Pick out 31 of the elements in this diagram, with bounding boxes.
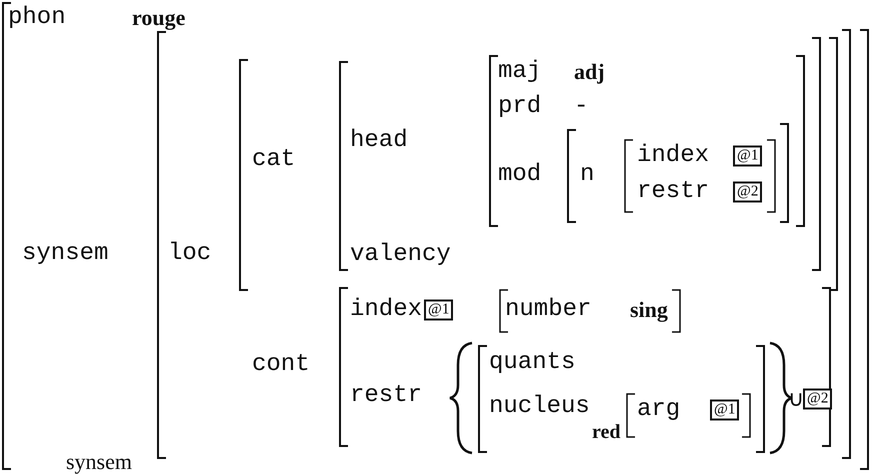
feature-name: loc (168, 242, 212, 266)
feature-value: sing (630, 299, 668, 321)
feature-name: maj (498, 60, 542, 84)
tag-box: @1 (424, 300, 454, 320)
feature-name: nucleus (489, 395, 590, 419)
symbol-text: synsem (66, 451, 132, 473)
feature-name: synsem (22, 242, 108, 266)
feature-name: cat (252, 148, 296, 172)
feature-name: number (505, 298, 592, 322)
feature-name: cont (252, 353, 310, 377)
feature-value: red (592, 422, 621, 442)
feature-name: prd (498, 95, 542, 119)
feature-name: n (580, 163, 594, 187)
feature-name: - (574, 95, 588, 119)
feature-name: valency (350, 243, 451, 267)
feature-name: quants (489, 351, 576, 375)
feature-name: mod (498, 163, 542, 187)
tag-box: @1 (710, 400, 740, 420)
feature-name: index (637, 144, 710, 168)
feature-value: rouge (132, 7, 186, 29)
tag-box: @2 (733, 182, 762, 202)
tag-box: @2 (803, 388, 832, 410)
feature-name: restr (637, 180, 710, 204)
feature-name: phon (8, 6, 66, 30)
feature-name: restr (350, 384, 422, 408)
feature-name: index (350, 298, 422, 322)
feature-name: head (350, 129, 408, 153)
symbol-text: ∪ (788, 388, 804, 410)
feature-name: arg (637, 398, 680, 422)
tag-box: @1 (733, 146, 762, 166)
feature-value: adj (574, 61, 605, 83)
